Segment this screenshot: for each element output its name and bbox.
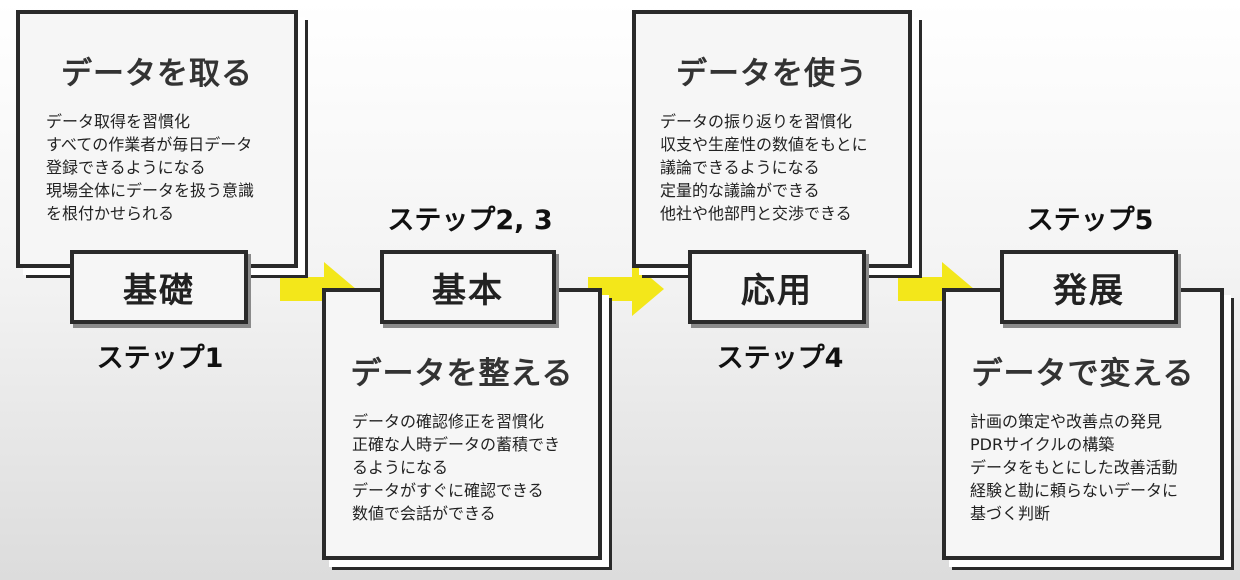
step-label: ステップ2, 3 bbox=[387, 205, 553, 236]
stage-label: 応用 bbox=[688, 250, 866, 324]
stage-title: データを整える bbox=[350, 356, 574, 392]
description-line: 定量的な議論ができる bbox=[660, 181, 820, 200]
description-line: データがすぐに確認できる bbox=[352, 481, 544, 500]
stage-card-2: データを整える データの確認修正を習慣化 正確な人時データの蓄積でき るようにな… bbox=[322, 288, 602, 560]
stage-description: 計画の策定や改善点の発見 PDRサイクルの構築 データをもとにした改善活動 経験… bbox=[970, 410, 1178, 525]
step-label: ステップ1 bbox=[96, 343, 224, 374]
description-line: 経験と勘に頼らないデータに bbox=[970, 481, 1179, 500]
description-line: PDRサイクルの構築 bbox=[970, 435, 1115, 454]
stage-description: データの確認修正を習慣化 正確な人時データの蓄積でき るようになる データがすぐ… bbox=[352, 410, 560, 525]
description-line: を根付かせられる bbox=[46, 204, 175, 223]
description-line: データ取得を習慣化 bbox=[46, 112, 191, 131]
description-line: データをもとにした改善活動 bbox=[970, 458, 1178, 477]
stage-title: データで変える bbox=[971, 356, 1195, 392]
description-line: 議論できるようになる bbox=[660, 158, 820, 177]
description-line: 計画の策定や改善点の発見 bbox=[970, 412, 1163, 431]
step-label: ステップ4 bbox=[716, 343, 844, 374]
description-line: 正確な人時データの蓄積でき bbox=[352, 435, 561, 454]
description-line: データの振り返りを習慣化 bbox=[660, 112, 853, 131]
description-line: 収支や生産性の数値をもとに bbox=[660, 135, 868, 154]
description-line: 登録できるようになる bbox=[46, 158, 206, 177]
description-line: 他社や他部門と交渉できる bbox=[660, 204, 852, 223]
stage-label: 基本 bbox=[380, 250, 556, 324]
arrow-right-icon bbox=[588, 262, 664, 316]
stage-label: 発展 bbox=[1000, 250, 1178, 324]
stage-label: 基礎 bbox=[70, 250, 248, 324]
step-label: ステップ5 bbox=[1026, 205, 1154, 236]
stage-title: データを取る bbox=[61, 56, 253, 92]
stage-description: データの振り返りを習慣化 収支や生産性の数値をもとに 議論できるようになる 定量… bbox=[660, 110, 868, 225]
stage-description: データ取得を習慣化 すべての作業者が毎日データ 登録できるようになる 現場全体に… bbox=[46, 110, 254, 225]
description-line: 基づく判断 bbox=[970, 504, 1051, 523]
stage-title: データを使う bbox=[676, 56, 868, 92]
description-line: 現場全体にデータを扱う意識 bbox=[46, 181, 255, 200]
stage-card-1: データを取る データ取得を習慣化 すべての作業者が毎日データ 登録できるようにな… bbox=[16, 10, 298, 268]
description-line: 数値で会話ができる bbox=[352, 504, 496, 523]
description-line: るようになる bbox=[352, 458, 449, 477]
description-line: すべての作業者が毎日データ bbox=[46, 135, 253, 154]
description-line: データの確認修正を習慣化 bbox=[352, 412, 545, 431]
stage-card-3: データを使う データの振り返りを習慣化 収支や生産性の数値をもとに 議論できるよ… bbox=[632, 10, 912, 268]
stage-card-4: データで変える 計画の策定や改善点の発見 PDRサイクルの構築 データをもとにし… bbox=[942, 288, 1224, 560]
